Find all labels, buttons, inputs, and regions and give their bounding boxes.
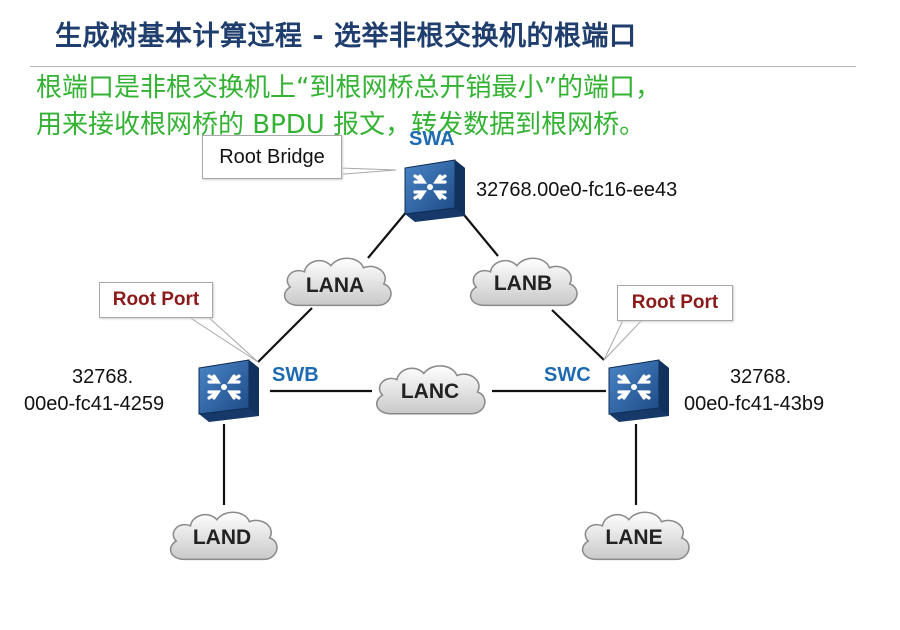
root-port-callout-swb: Root Port [99,282,213,318]
swb-bridge-id-line2: 00e0-fc41-4259 [24,393,165,415]
page-title: 生成树基本计算过程 - 选举非根交换机的根端口 [55,21,637,52]
lane-label: LANE [605,526,662,549]
lana-label: LANA [306,274,364,297]
swb-bridge-id-line1: 32768. [72,366,134,388]
swa-switch-icon [403,158,467,224]
swb-name: SWB [272,364,319,386]
lanb-label: LANB [494,272,552,295]
root-port-b-pointer [184,314,259,363]
lanc-label: LANC [401,380,459,403]
swc-bridge-id-line1: 32768. [730,366,792,388]
swb-switch-icon [197,358,261,424]
swa-bridge-id: 32768.00e0-fc16-ee43 [476,179,678,201]
link-swa-lanb [459,209,499,257]
title-divider [30,66,856,67]
root-bridge-callout: Root Bridge [202,135,342,179]
root-port-c-pointer [603,317,646,361]
swa-name: SWA [409,128,455,150]
swc-name: SWC [544,364,591,386]
intro-line-1: 根端口是非根交换机上“到根网桥总开销最小”的端口， [36,73,661,103]
link-lanb-swc [551,309,605,361]
land-label: LAND [193,526,251,549]
swc-bridge-id-line2: 00e0-fc41-43b9 [684,393,825,415]
root-port-callout-swc: Root Port [617,285,733,321]
swc-switch-icon [607,358,671,424]
link-lana-swb [257,307,313,363]
links [222,209,638,505]
link-swa-lana [367,209,409,259]
